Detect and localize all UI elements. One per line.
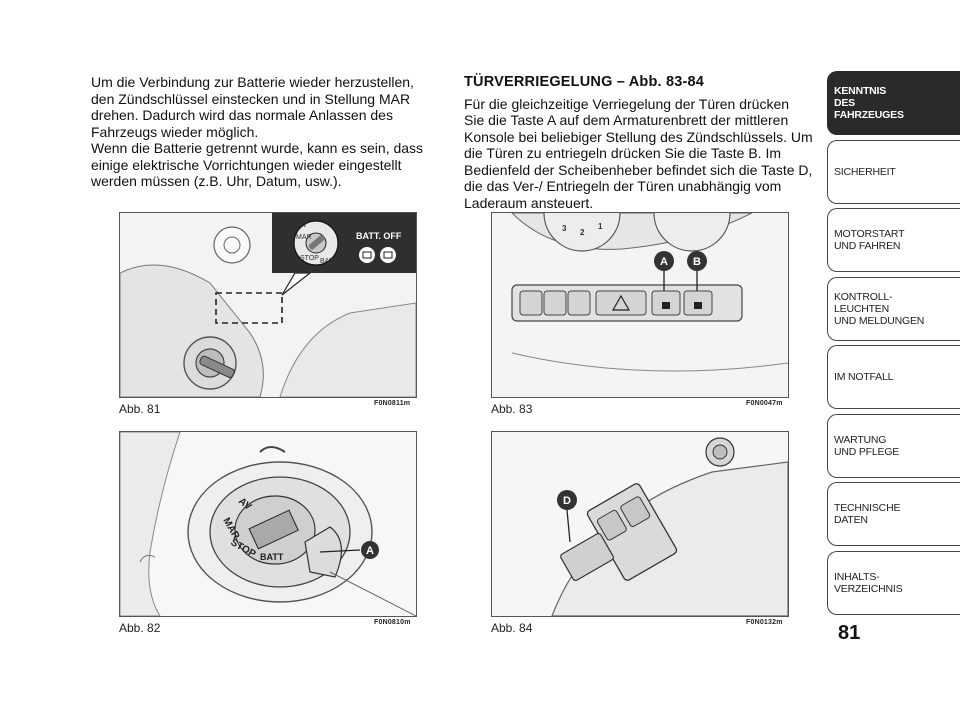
tab-im-notfall[interactable]: IM NOTFALL: [827, 345, 960, 409]
callout-d-marker: [557, 490, 577, 510]
figure-83-caption: Abb. 83: [491, 402, 533, 416]
tab-technische-daten[interactable]: TECHNISCHE DATEN: [827, 482, 960, 546]
figure-84-code: F0N0132m: [746, 619, 783, 626]
gauge-number-3: 3: [562, 224, 567, 233]
right-window-button: [620, 496, 651, 527]
figure-81-caption: Abb. 81: [119, 402, 161, 416]
page-number: 81: [838, 622, 861, 644]
key-mark-stop: STOP: [300, 255, 319, 262]
hazard-icon: [611, 294, 631, 311]
figure-84-caption: Abb. 84: [491, 621, 533, 635]
figure-84-window-controls: D: [491, 431, 789, 617]
unlock-icon: [694, 302, 702, 309]
tab-wartung-und-pflege[interactable]: WARTUNG UND PFLEGE: [827, 414, 960, 478]
gauge-number-2: 2: [580, 228, 585, 237]
right-text-column: TÜRVERRIEGELUNG – Abb. 83-84 Für die gle…: [464, 74, 814, 211]
left-text-column: Um die Verbindung zur Batterie wieder he…: [91, 74, 441, 190]
figure-82-ignition-lock: AV MAR STOP BATT A: [119, 431, 417, 617]
tab-label: TECHNISCHE DATEN: [834, 502, 901, 526]
tab-kontrollleuchten[interactable]: KONTROLL- LEUCHTEN UND MELDUNGEN: [827, 277, 960, 341]
figure-81-code: F0N0811m: [374, 400, 411, 407]
callout-b-marker: [687, 251, 707, 271]
tab-label: MOTORSTART UND FAHREN: [834, 228, 905, 252]
tab-label: KONTROLL- LEUCHTEN UND MELDUNGEN: [834, 291, 925, 327]
tab-label: KENNTNIS DES FAHRZEUGES: [834, 85, 904, 121]
key-mark-batt: BATT: [260, 552, 284, 562]
key-mark-batt: BATT: [320, 258, 338, 265]
battery-reconnect-paragraph: Um die Verbindung zur Batterie wieder he…: [91, 74, 424, 189]
door-lock-paragraph: Für die gleichzeitige Verriegelung der T…: [464, 95, 813, 211]
left-window-button: [596, 509, 627, 541]
tab-motorstart-und-fahren[interactable]: MOTORSTART UND FAHREN: [827, 208, 960, 272]
door-lock-heading: TÜRVERRIEGELUNG – Abb. 83-84: [464, 74, 705, 90]
key-mark-av: AV: [298, 222, 307, 229]
hazard-button: [595, 290, 647, 316]
front-fog-button: [543, 290, 567, 316]
lock-icon: [662, 302, 670, 309]
cargo-lock-button-d: [560, 533, 614, 581]
tab-label: INHALTS- VERZEICHNIS: [834, 571, 903, 595]
figure-81-ignition-batt-off: AV MAR STOP BATT BATT. OFF: [119, 212, 417, 398]
callout-a-marker: [654, 251, 674, 271]
battery-icon: [359, 247, 375, 263]
figure-82-code: F0N0810m: [374, 619, 411, 626]
gauge-number-1: 1: [598, 222, 603, 231]
batt-off-label: BATT. OFF: [356, 231, 402, 241]
callout-d-label: D: [563, 495, 571, 507]
key-mark-mar: MAR: [296, 234, 312, 241]
callout-a-label: A: [660, 256, 668, 268]
callout-b-label: B: [693, 256, 701, 268]
rear-fog-button: [519, 290, 543, 316]
tab-label: IM NOTFALL: [834, 371, 894, 383]
figure-82-caption: Abb. 82: [119, 621, 161, 635]
battery-disconnect-icon: [380, 247, 396, 263]
tab-kenntnis-des-fahrzeuges[interactable]: KENNTNIS DES FAHRZEUGES: [827, 71, 960, 135]
tab-inhaltsverzeichnis[interactable]: INHALTS- VERZEICHNIS: [827, 551, 960, 615]
callout-a-label: A: [366, 545, 374, 557]
tab-label: SICHERHEIT: [834, 166, 896, 178]
figure-83-code: F0N0047m: [746, 400, 783, 407]
callout-a-marker: [361, 541, 379, 559]
fog-light-button: [567, 290, 591, 316]
tab-label: WARTUNG UND PFLEGE: [834, 434, 900, 458]
tab-sicherheit[interactable]: SICHERHEIT: [827, 140, 960, 204]
figure-83-dashboard-buttons: 3 2 1 A B: [491, 212, 789, 398]
